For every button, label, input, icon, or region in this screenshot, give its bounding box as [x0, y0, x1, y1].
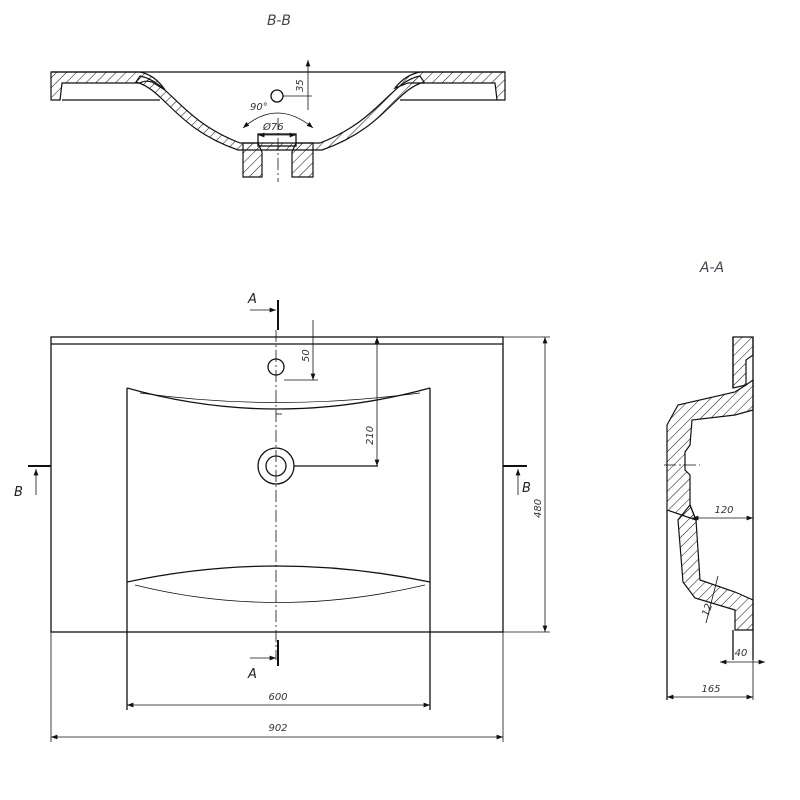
section-bb: B-B 35 90° Ø76: [50, 13, 506, 182]
aa-back-wall: [666, 378, 754, 521]
plan-view: 50 210 480 600 902 A A B B: [14, 292, 550, 742]
aa-dim-40: 40: [735, 648, 748, 659]
mark-b-right: B: [522, 481, 531, 496]
mark-b-left: B: [14, 485, 23, 500]
aa-dim-12: 12: [700, 602, 715, 618]
bb-angle-arc: [242, 112, 314, 129]
dim-210: 210: [365, 426, 376, 445]
aa-dim-120: 120: [714, 505, 733, 516]
section-bb-title: B-B: [267, 13, 291, 29]
bb-dim-angle: 90°: [250, 102, 268, 113]
mark-a-bottom: A: [247, 667, 257, 682]
drain-inner: [265, 455, 287, 477]
dim-50: 50: [301, 349, 312, 362]
dim-600: 600: [268, 692, 287, 703]
aa-top-rim: [732, 336, 754, 389]
bb-dim-76: Ø76: [262, 121, 284, 133]
bowl-top-edge: [126, 387, 431, 410]
bowl-bottom-inner: [134, 584, 426, 603]
aa-dim-12-line: [705, 575, 719, 624]
section-aa-title: A-A: [699, 260, 724, 276]
bb-drain-body: [242, 142, 263, 178]
bowl-bottom-edge: [126, 565, 431, 583]
bb-dim-35: 35: [295, 79, 306, 92]
bb-tap-hole: [270, 89, 284, 103]
section-aa: A-A 120 12 40 165: [664, 260, 765, 700]
tap-hole: [267, 358, 285, 376]
bb-drain-body-right: [291, 142, 314, 178]
dim-480: 480: [533, 499, 544, 518]
dim-902: 902: [268, 723, 287, 734]
plan-outline: [50, 336, 504, 633]
bowl-top-inner: [139, 392, 421, 403]
mark-a-top: A: [247, 292, 257, 307]
aa-bowl-floor: [677, 503, 754, 631]
bb-bowl-wall: [135, 75, 425, 151]
aa-dim-165: 165: [701, 684, 720, 695]
